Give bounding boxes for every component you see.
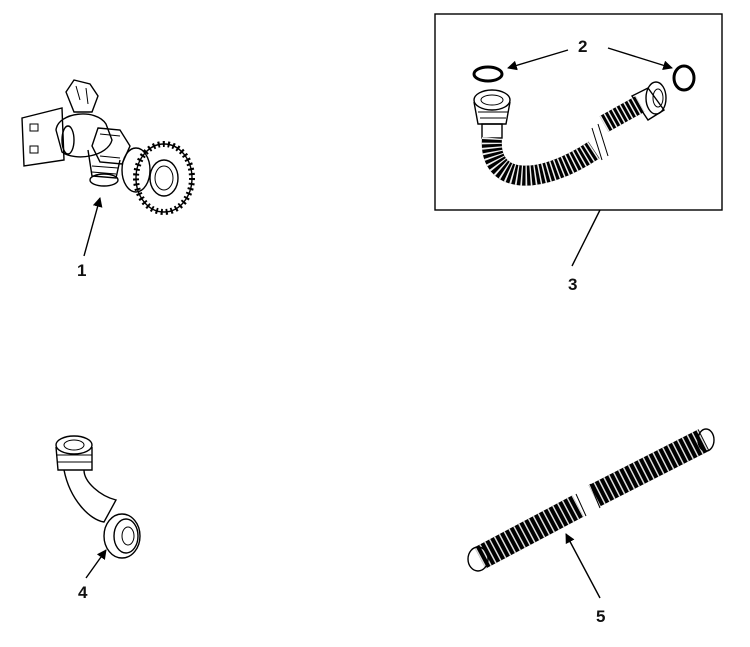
part-3-hose-assembly <box>473 81 667 186</box>
callout-2-leader-left <box>507 49 569 71</box>
part-2-washers <box>472 64 696 92</box>
part-4-elbow-fitting <box>55 435 141 559</box>
part-5-hose <box>467 428 715 572</box>
callout-2-leader-right <box>607 47 673 71</box>
callout-5: 5 <box>596 607 605 626</box>
callout-5-leader <box>565 533 601 599</box>
callout-4-leader <box>85 549 107 579</box>
part-3-box <box>434 13 723 211</box>
callout-4: 4 <box>78 583 88 602</box>
part-1-faucet-valve <box>21 79 195 215</box>
callout-3: 3 <box>568 275 577 294</box>
callout-3-leader <box>571 209 601 267</box>
callout-1: 1 <box>77 261 86 280</box>
callout-1-leader <box>83 197 103 257</box>
callout-2: 2 <box>578 37 587 56</box>
